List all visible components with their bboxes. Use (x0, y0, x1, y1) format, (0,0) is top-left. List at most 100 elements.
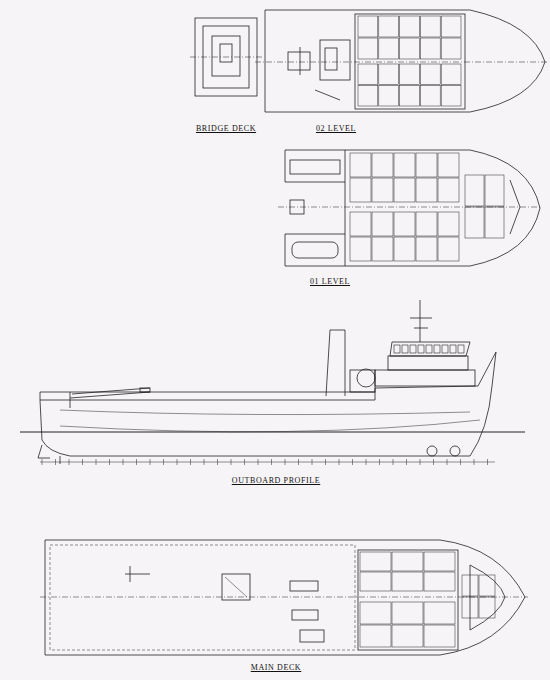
frame-tick (447, 459, 448, 465)
frame-tick (96, 459, 97, 465)
frame-tick (379, 459, 380, 465)
frame-tick (55, 459, 56, 465)
room (424, 552, 455, 571)
window (442, 345, 448, 353)
room (360, 602, 391, 624)
room (358, 86, 378, 107)
frame-tick (433, 459, 434, 465)
room (358, 64, 378, 85)
room (360, 572, 391, 591)
frame-tick (244, 459, 245, 465)
room (441, 86, 461, 107)
frame-tick (177, 459, 178, 465)
frame-tick (339, 459, 340, 465)
room (416, 153, 437, 177)
frame-tick (204, 459, 205, 465)
room (485, 207, 504, 238)
frame-tick (258, 459, 259, 465)
frame-tick (217, 459, 218, 465)
room (441, 16, 461, 37)
frame-tick (312, 459, 313, 465)
room (392, 602, 423, 624)
room (465, 175, 484, 206)
room (394, 237, 415, 261)
frame-tick (163, 459, 164, 465)
room (379, 64, 399, 85)
frame-tick (393, 459, 394, 465)
outboard-profile (20, 300, 525, 464)
window (394, 345, 400, 353)
room (438, 237, 459, 261)
window (426, 345, 432, 353)
room (400, 86, 420, 107)
room (441, 38, 461, 59)
02-level-plan (255, 10, 548, 112)
room (465, 207, 484, 238)
01-level-plan (278, 150, 542, 266)
frame-tick (352, 459, 353, 465)
room (394, 153, 415, 177)
wheelhouse-windows (394, 345, 464, 353)
window (450, 345, 456, 353)
room (392, 625, 423, 647)
frame-tick (406, 459, 407, 465)
room (400, 38, 420, 59)
room (358, 16, 378, 37)
room (400, 64, 420, 85)
window (434, 345, 440, 353)
room (462, 575, 478, 596)
room (350, 153, 371, 177)
room (420, 38, 440, 59)
room (379, 38, 399, 59)
room (424, 602, 455, 624)
frame-tick (271, 459, 272, 465)
room (479, 575, 495, 596)
room (372, 237, 393, 261)
room (416, 237, 437, 261)
room (438, 178, 459, 202)
frame-tick (366, 459, 367, 465)
frame-tick (474, 459, 475, 465)
room (394, 212, 415, 236)
room (350, 178, 371, 202)
room (392, 552, 423, 571)
room (360, 552, 391, 571)
view-title: 02 LEVEL (314, 124, 358, 133)
frame-tick (109, 459, 110, 465)
main-deck-plan (40, 540, 528, 655)
room (441, 64, 461, 85)
view-title: MAIN DECK (249, 663, 304, 672)
frame-tick (82, 459, 83, 465)
room (416, 178, 437, 202)
room (350, 212, 371, 236)
frame-tick (325, 459, 326, 465)
room (400, 16, 420, 37)
room (379, 16, 399, 37)
room (424, 625, 455, 647)
frame-tick (460, 459, 461, 465)
room-partitions (350, 16, 504, 647)
frame-tick (69, 459, 70, 465)
room (424, 572, 455, 591)
view-title: BRIDGE DECK (194, 124, 258, 133)
window (402, 345, 408, 353)
frame-tick (123, 459, 124, 465)
room (479, 597, 495, 618)
frame-tick (150, 459, 151, 465)
window (418, 345, 424, 353)
room (438, 153, 459, 177)
room (420, 64, 440, 85)
room (372, 153, 393, 177)
frame-tick (487, 459, 488, 465)
room (420, 86, 440, 107)
room (372, 178, 393, 202)
room (360, 625, 391, 647)
room (392, 572, 423, 591)
frame-tick (231, 459, 232, 465)
frame-tick (136, 459, 137, 465)
frame-tick (42, 459, 43, 465)
room (462, 597, 478, 618)
view-title: 01 LEVEL (308, 277, 352, 286)
room (394, 178, 415, 202)
